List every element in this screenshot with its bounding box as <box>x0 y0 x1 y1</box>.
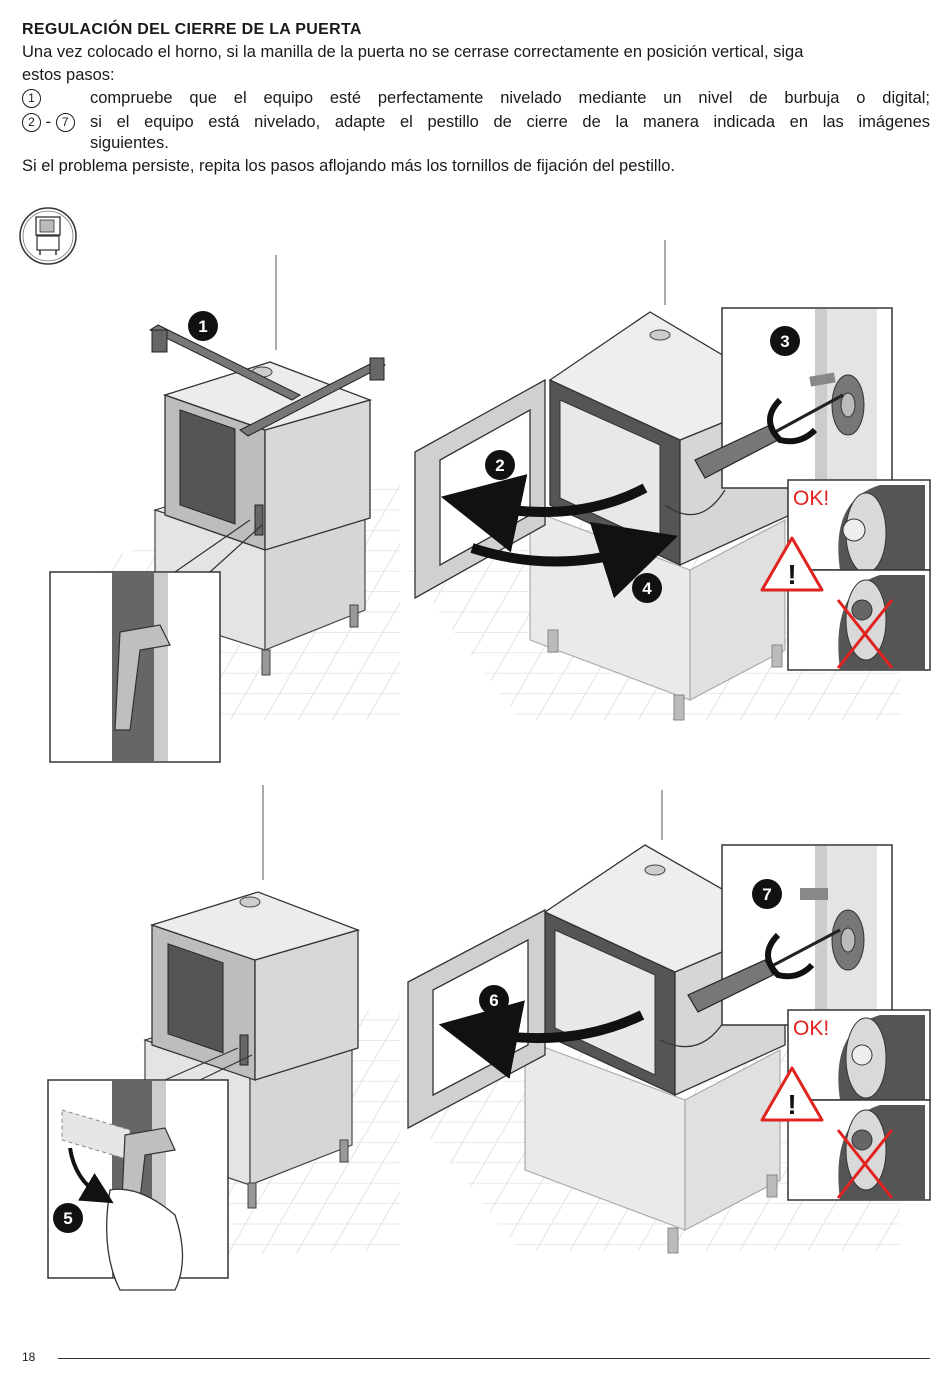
svg-text:1: 1 <box>198 317 207 336</box>
step-number: 2 <box>22 113 41 133</box>
step-2-text-line-1: si el equipo está nivelado, adapte el pe… <box>90 113 930 131</box>
svg-text:!: ! <box>787 559 796 590</box>
callout-4 <box>632 573 662 603</box>
svg-text:5: 5 <box>63 1209 72 1228</box>
callout-1 <box>188 311 218 341</box>
step-range-separator: - <box>45 113 52 131</box>
warning-icon: ! <box>760 536 824 592</box>
closing-text: Si el problema persiste, repita los paso… <box>22 157 676 175</box>
callout-6 <box>479 985 509 1015</box>
step-number: 7 <box>55 113 75 133</box>
section-title: REGULACIÓN DEL CIERRE DE LA PUERTA <box>22 21 362 38</box>
step-number: 1 <box>22 89 41 109</box>
footer-rule <box>58 1358 930 1359</box>
svg-text:OK!: OK! <box>793 1017 829 1040</box>
callout-7 <box>752 879 782 909</box>
svg-text:4: 4 <box>642 579 652 598</box>
page-number: 18 <box>22 1350 36 1364</box>
svg-text:2: 2 <box>495 456 504 475</box>
panel-1-level-check: 1 <box>49 255 400 763</box>
panel-5-handle-close: 5 <box>47 785 400 1291</box>
cross-icon <box>836 599 894 669</box>
step-1-text: compruebe que el equipo esté perfectamen… <box>90 89 930 107</box>
step-2-text-line-2: siguientes. <box>90 134 169 152</box>
intro-line-2: estos pasos: <box>22 66 115 84</box>
svg-text:3: 3 <box>780 332 789 351</box>
step-2-marker: 2 - 7 <box>22 112 75 133</box>
panel-6-latch-refasten: 6 7 OK! ! <box>400 790 931 1254</box>
callout-5 <box>53 1203 83 1233</box>
panel-2-latch-adjust: 2 4 3 OK! ! <box>400 240 931 721</box>
svg-text:7: 7 <box>762 885 771 904</box>
callout-3 <box>770 326 800 356</box>
step-1-marker: 1 <box>22 88 41 109</box>
installation-icon <box>19 207 77 265</box>
intro-line-1: Una vez colocado el horno, si la manilla… <box>22 43 804 61</box>
svg-text:OK!: OK! <box>793 487 829 510</box>
callout-2 <box>485 450 515 480</box>
svg-text:!: ! <box>787 1089 796 1120</box>
svg-text:6: 6 <box>489 991 498 1010</box>
